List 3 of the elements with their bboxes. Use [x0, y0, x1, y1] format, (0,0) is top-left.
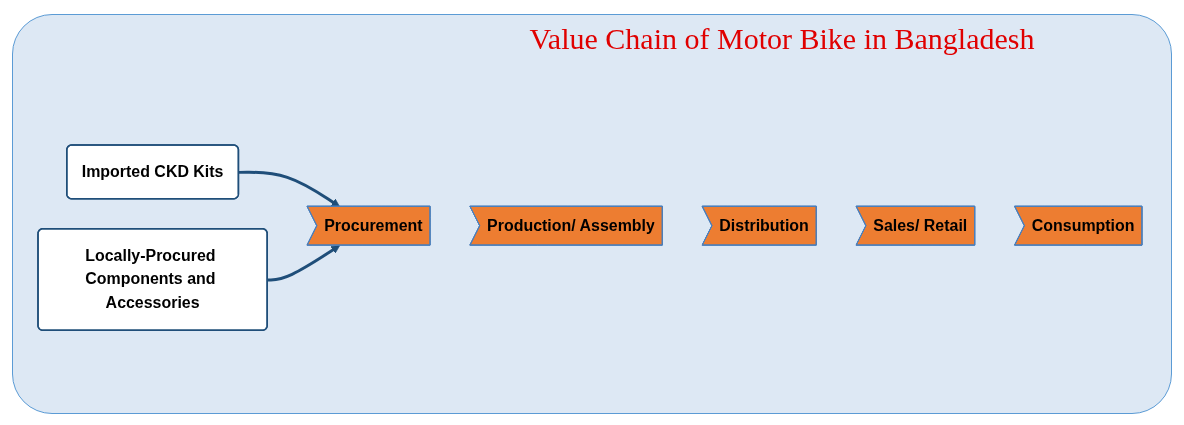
diagram-title: Value Chain of Motor Bike in Bangladesh [528, 22, 1036, 56]
arrow [238, 170, 341, 207]
arrow [267, 245, 341, 282]
